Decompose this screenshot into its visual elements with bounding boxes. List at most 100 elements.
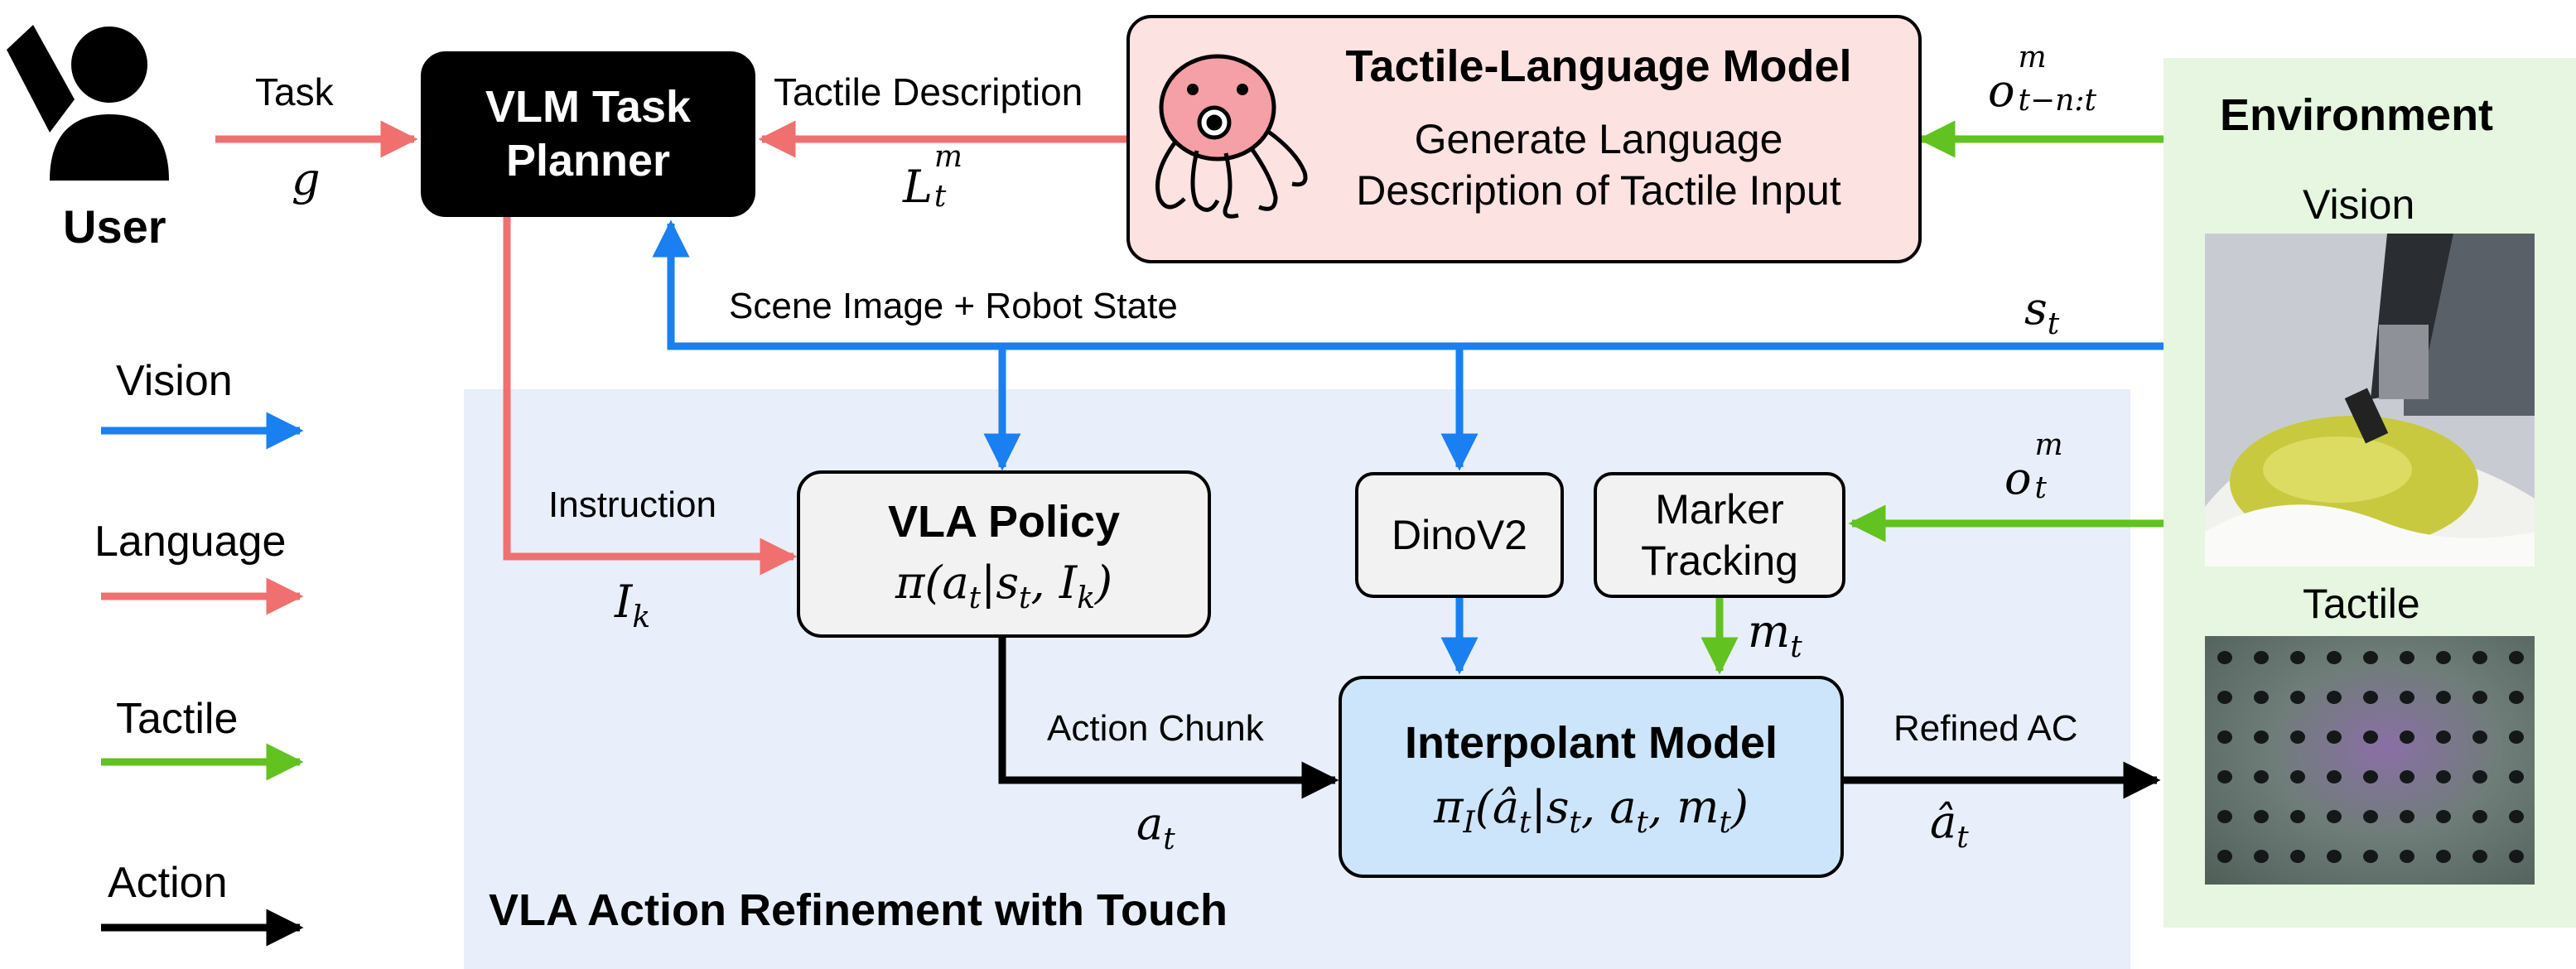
tactile-marker-dot [2472, 770, 2487, 783]
tactile-marker-dot [2217, 770, 2232, 783]
tlm-desc-line2: Description of Tactile Input [1356, 167, 1841, 215]
tactile-marker-dot [2290, 850, 2305, 863]
vla-policy-box[interactable]: VLA Policy π(at|st, Ik) [797, 470, 1211, 638]
dinov2-box[interactable]: DinoV2 [1355, 472, 1564, 598]
tactile-marker-dot [2509, 691, 2524, 704]
legend-language-label: Language [94, 518, 287, 566]
planner-title-line1: VLM Task [485, 82, 692, 133]
tactile-marker-dot [2400, 770, 2414, 783]
tactile-marker-dot [2472, 651, 2487, 664]
tactile-marker-dot [2400, 651, 2414, 664]
instruction-symbol: Ik [615, 576, 651, 634]
tactile-marker-dot [2400, 691, 2414, 704]
tactile-marker-dot [2363, 850, 2378, 863]
environment-tactile-label: Tactile [2303, 581, 2420, 627]
tactile-marker-dot [2436, 651, 2451, 664]
tactile-marker-dot [2363, 730, 2378, 744]
tactile-sensor-image [2205, 636, 2535, 885]
tactile-marker-dot [2436, 770, 2451, 783]
vla-policy-formula: π(at|st, Ik) [895, 556, 1113, 615]
tactile-marker-dot [2472, 810, 2487, 823]
tactile-marker-dot [2436, 850, 2451, 863]
tactile-marker-dot [2327, 810, 2342, 823]
tactile-marker-dot [2254, 810, 2269, 823]
environment-vision-label: Vision [2303, 181, 2415, 228]
tactile-marker-dot [2509, 810, 2524, 823]
tactile-marker-dot [2509, 651, 2524, 664]
marker-symbol: mt [1748, 605, 1802, 664]
tactile-marker-dot [2436, 730, 2451, 744]
tactile-marker-dot [2400, 730, 2414, 744]
tactile-marker-dot [2217, 691, 2232, 704]
interpolant-title: Interpolant Model [1405, 717, 1778, 768]
action-chunk-arrow [998, 638, 1339, 799]
marker-tracking-box[interactable]: Marker Tracking [1594, 472, 1845, 598]
legend-vision-label: Vision [116, 357, 233, 405]
tactile-marker-dot [2290, 651, 2305, 664]
vlm-task-planner[interactable]: VLM Task Planner [421, 51, 755, 217]
action-symbol: at [1136, 798, 1175, 856]
tactile-marker-dot [2254, 730, 2269, 744]
tlm-title: Tactile-Language Model [1345, 41, 1852, 91]
state-symbol: st [2024, 282, 2060, 341]
tactile-marker-dot [2254, 651, 2269, 664]
tactile-marker-dot [2217, 850, 2232, 863]
legend-action-label: Action [108, 859, 228, 907]
tactile-marker-dot [2327, 770, 2342, 783]
tactile-marker-dot [2363, 691, 2378, 704]
planner-title-line2: Planner [505, 136, 671, 186]
tactile-description-label: Tactile Description [774, 70, 1083, 113]
task-symbol: g [292, 153, 321, 205]
tactile-marker-dot [2400, 810, 2414, 823]
tactile-marker-dot [2217, 730, 2232, 744]
tactile-marker-dot [2217, 651, 2232, 664]
refined-ac-label: Refined AC [1893, 708, 2078, 749]
tactile-marker-dot [2509, 730, 2524, 744]
tactile-marker-dot [2509, 770, 2524, 783]
tlm-desc-line1: Generate Language [1414, 115, 1783, 162]
vla-policy-title: VLA Policy [887, 496, 1121, 547]
environment-title: Environment [2220, 90, 2494, 140]
refined-action-symbol: ât [1930, 796, 1969, 855]
tactile-marker-dot [2363, 810, 2378, 823]
marker-tracking-line2: Tracking [1641, 538, 1798, 584]
instruction-label: Instruction [548, 485, 716, 525]
marker-tracking-line1: Marker [1655, 485, 1784, 533]
interpolant-formula: πI(ât|st, at, mt) [1434, 780, 1749, 840]
tactile-marker-grid [2217, 651, 2524, 863]
tactile-marker-dot [2509, 850, 2524, 863]
tactile-marker-dot [2254, 691, 2269, 704]
vision-camera-image [2205, 234, 2535, 566]
tactile-marker-dot [2436, 691, 2451, 704]
interpolant-model-box[interactable]: Interpolant Model πI(ât|st, at, mt) [1339, 676, 1844, 878]
scene-state-line [652, 219, 2164, 350]
tactile-marker-dot [2254, 770, 2269, 783]
dinov2-label: DinoV2 [1392, 511, 1527, 558]
tactile-marker-dot [2436, 810, 2451, 823]
tactile-marker-dot [2363, 651, 2378, 664]
tactile-marker-dot [2254, 850, 2269, 863]
scene-state-label: Scene Image + Robot State [729, 286, 1178, 326]
tactile-marker-dot [2290, 810, 2305, 823]
tactile-marker-dot [2472, 730, 2487, 744]
tactile-marker-dot [2327, 691, 2342, 704]
tactile-marker-dot [2472, 691, 2487, 704]
tactile-marker-dot [2472, 850, 2487, 863]
tactile-marker-dot [2327, 651, 2342, 664]
tactile-marker-dot [2290, 730, 2305, 744]
task-label: Task [255, 70, 334, 113]
instruction-arrow [503, 217, 798, 576]
tactile-marker-dot [2363, 770, 2378, 783]
tactile-marker-dot [2217, 810, 2232, 823]
legend-tactile-label: Tactile [116, 695, 239, 743]
action-chunk-label: Action Chunk [1047, 708, 1264, 749]
user-label: User [63, 200, 166, 253]
tactile-marker-dot [2400, 850, 2414, 863]
tactile-marker-dot [2290, 770, 2305, 783]
tactile-marker-dot [2290, 691, 2305, 704]
refinement-region-title: VLA Action Refinement with Touch [489, 885, 1228, 935]
